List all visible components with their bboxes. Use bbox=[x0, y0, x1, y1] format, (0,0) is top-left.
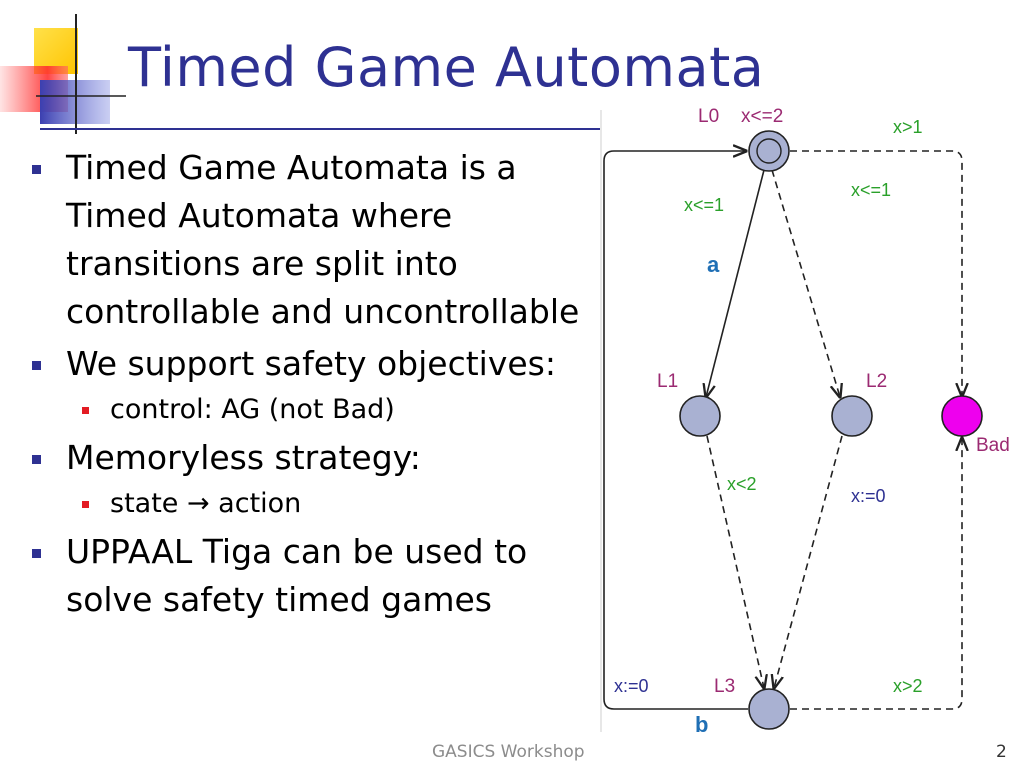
location-l1 bbox=[679, 395, 721, 437]
action-a: a bbox=[707, 252, 720, 277]
guard-l0-l1: x<=1 bbox=[684, 195, 724, 215]
guard-l0-l2: x<=1 bbox=[851, 180, 891, 200]
bullet-text: Memoryless strategy: bbox=[66, 438, 421, 477]
reset-l3-l0: x:=0 bbox=[614, 676, 649, 696]
guard-l0-bad: x>1 bbox=[893, 117, 923, 137]
timed-automaton-diagram: L0 x<=2 L1 L2 L3 Bad x>1 x<=1 x<=1 a x<2… bbox=[600, 106, 1010, 737]
slide-title: Timed Game Automata bbox=[128, 36, 765, 99]
sub-bullet-text: state → action bbox=[110, 488, 302, 519]
sub-bullet-marker bbox=[82, 501, 89, 508]
label-l0: L0 bbox=[698, 106, 719, 127]
title-underline bbox=[40, 128, 600, 130]
edge-l0-l1 bbox=[706, 169, 765, 397]
label-l2: L2 bbox=[866, 371, 887, 392]
bullet-item: We support safety objectives: bbox=[28, 340, 603, 388]
bullet-marker bbox=[32, 549, 41, 558]
edge-l3-l0 bbox=[603, 151, 748, 710]
location-l0-initial-ring bbox=[756, 138, 782, 164]
title-decoration bbox=[0, 14, 126, 134]
bullet-item: UPPAAL Tiga can be used to solve safety … bbox=[28, 528, 603, 624]
bullet-marker bbox=[32, 165, 41, 174]
edge-l0-l2 bbox=[771, 169, 840, 397]
sub-bullet-item: state → action bbox=[28, 484, 603, 524]
label-l1: L1 bbox=[657, 371, 678, 392]
location-l3 bbox=[748, 688, 790, 730]
location-l2 bbox=[831, 395, 873, 437]
page-number: 2 bbox=[996, 742, 1007, 762]
bullet-text: We support safety objectives: bbox=[66, 344, 556, 383]
bullet-text: UPPAAL Tiga can be used to solve safety … bbox=[66, 532, 528, 619]
footer-text: GASICS Workshop bbox=[432, 742, 585, 762]
label-l0-invariant: x<=2 bbox=[741, 106, 783, 127]
bullet-marker bbox=[32, 361, 41, 370]
location-bad bbox=[941, 395, 983, 437]
edge-l2-l3 bbox=[774, 435, 843, 688]
location-l0 bbox=[748, 130, 790, 172]
bullet-marker bbox=[32, 455, 41, 464]
edge-l0-bad bbox=[790, 150, 962, 396]
bullet-item: Timed Game Automata is a Timed Automata … bbox=[28, 144, 603, 336]
sub-bullet-item: control: AG (not Bad) bbox=[28, 390, 603, 430]
action-b: b bbox=[695, 712, 708, 737]
bullet-item: Memoryless strategy: bbox=[28, 434, 603, 482]
edge-l3-bad bbox=[790, 438, 962, 710]
sub-bullet-text: control: AG (not Bad) bbox=[110, 394, 395, 425]
bullet-list: Timed Game Automata is a Timed Automata … bbox=[28, 144, 603, 628]
guard-l3-bad: x>2 bbox=[893, 676, 923, 696]
label-l3: L3 bbox=[714, 676, 735, 697]
reset-l2-l3: x:=0 bbox=[851, 486, 886, 506]
guard-l1-l3: x<2 bbox=[727, 474, 757, 494]
label-bad: Bad bbox=[976, 435, 1010, 456]
bullet-text: Timed Game Automata is a Timed Automata … bbox=[66, 148, 580, 331]
sub-bullet-marker bbox=[82, 407, 89, 414]
